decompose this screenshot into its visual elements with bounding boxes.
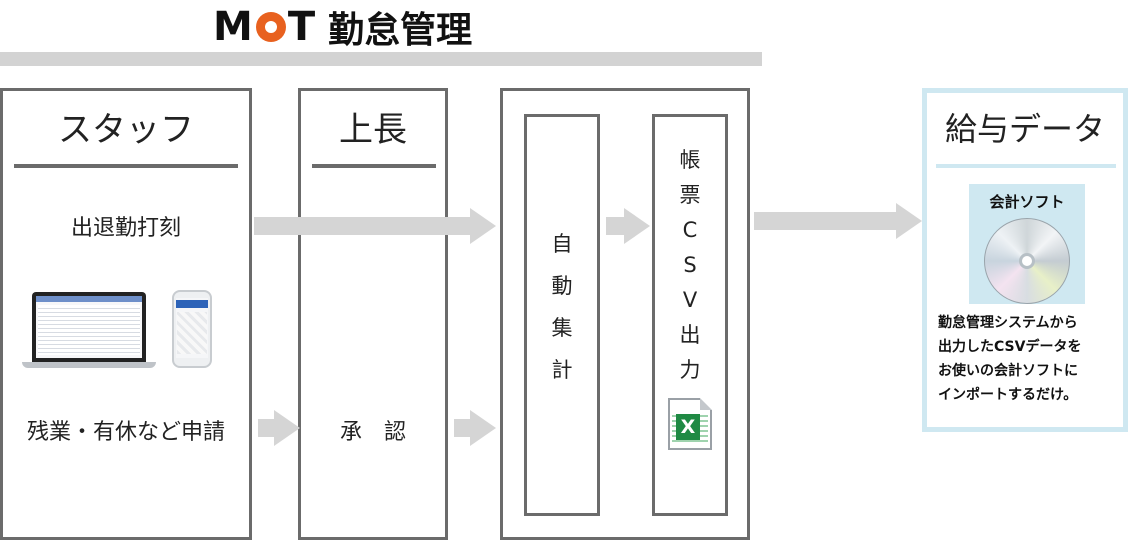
- auto-aggregate-box: [524, 114, 600, 516]
- phone-header-bar: [176, 300, 208, 308]
- laptop-header-bar: [36, 296, 142, 302]
- csv-char: 力: [679, 358, 701, 382]
- aggregate-char: 動: [551, 274, 573, 298]
- header-divider: [0, 52, 762, 66]
- csv-char: V: [682, 288, 698, 312]
- csv-output-label: 帳 票 C S V 出 力: [652, 150, 728, 381]
- arrow-punch-to-system: [254, 217, 470, 235]
- logo: M T 勤怠管理: [213, 4, 473, 51]
- description-line: 勤怠管理システムから: [938, 315, 1078, 331]
- boss-title-underline: [312, 164, 436, 168]
- auto-aggregate-label: 自 動 集 計: [524, 234, 600, 381]
- arrow-system-to-salary: [754, 212, 896, 230]
- accounting-software-label: 会計ソフト: [989, 193, 1065, 211]
- description-line: インポートするだけ。: [938, 387, 1078, 403]
- csv-char: 票: [679, 183, 701, 207]
- arrow-aggregate-to-csv: [606, 217, 624, 235]
- salary-title-underline: [936, 164, 1116, 168]
- csv-char: 帳: [679, 148, 701, 172]
- arrow-request-to-boss: [258, 419, 274, 437]
- logo-o-icon: [255, 12, 286, 42]
- csv-char: 出: [679, 323, 701, 347]
- boss-title: 上長: [339, 110, 407, 150]
- csv-output-box: [652, 114, 728, 516]
- approve-label: 承 認: [339, 420, 406, 445]
- arrow-head-icon: [624, 208, 650, 244]
- arrow-head-icon: [470, 410, 496, 446]
- description-line: 出力したCSVデータを: [938, 339, 1082, 355]
- excel-x-icon: X: [676, 414, 700, 440]
- aggregate-char: 計: [551, 358, 573, 382]
- accounting-software-panel: 会計ソフト: [969, 184, 1085, 304]
- laptop-base: [22, 362, 156, 368]
- arrow-head-icon: [470, 208, 496, 244]
- staff-title-underline: [14, 164, 238, 168]
- logo-letter-m: M: [213, 4, 254, 50]
- staff-title: スタッフ: [58, 110, 194, 150]
- salary-title: 給与データ: [944, 110, 1105, 148]
- phone-map: [177, 312, 207, 354]
- description-line: お使いの会計ソフトに: [938, 363, 1078, 379]
- arrow-boss-to-system: [454, 419, 470, 437]
- arrow-head-icon: [274, 410, 300, 446]
- boss-box: [298, 88, 448, 540]
- logo-title: 勤怠管理: [328, 10, 473, 51]
- laptop-table: [38, 305, 140, 355]
- salary-description: 勤怠管理システムから 出力したCSVデータを お使いの会計ソフトに インポートす…: [938, 311, 1081, 407]
- logo-letter-t: T: [287, 4, 317, 50]
- aggregate-char: 自: [551, 232, 573, 256]
- cd-disc-icon: [984, 218, 1070, 304]
- system-box: [500, 88, 750, 540]
- excel-file-fold: [700, 398, 712, 410]
- arrow-head-icon: [896, 203, 922, 239]
- logo-mark: M T: [213, 4, 316, 50]
- punch-label: 出退勤打刻: [70, 216, 181, 241]
- csv-char: S: [683, 253, 697, 277]
- csv-char: C: [682, 218, 698, 242]
- aggregate-char: 集: [551, 316, 573, 340]
- request-label: 残業・有休など申請: [26, 420, 225, 445]
